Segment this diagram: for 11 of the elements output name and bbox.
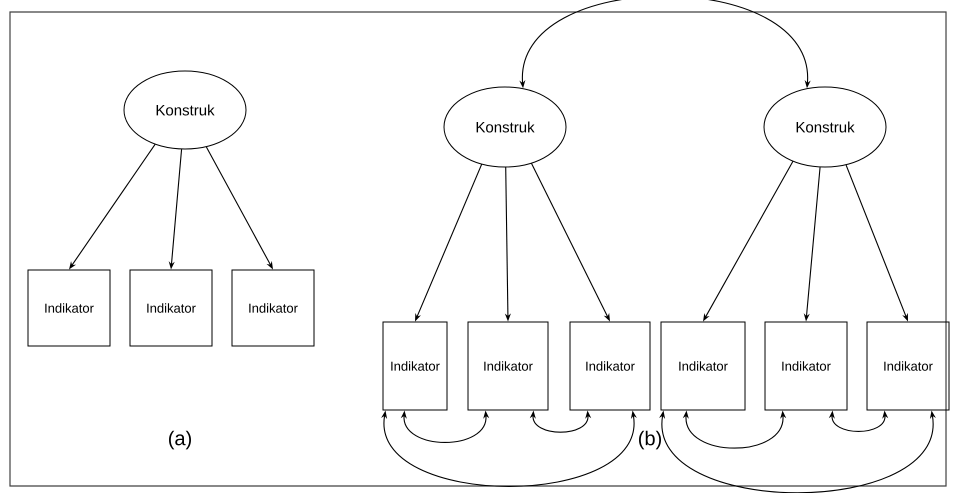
indicator-box: Indikator bbox=[130, 270, 212, 346]
indicator-box: Indikator bbox=[232, 270, 314, 346]
indicator-box: Indikator bbox=[570, 322, 650, 410]
panel-label: (b) bbox=[639, 430, 661, 450]
indicator-box: Indikator bbox=[866, 322, 950, 410]
indicator-box: Indikator bbox=[468, 322, 548, 410]
indicator-box: Indikator bbox=[382, 322, 448, 410]
indicator-box: Indikator bbox=[660, 322, 746, 410]
panel-label: (a) bbox=[169, 430, 191, 450]
indicator-box: Indikator bbox=[28, 270, 110, 346]
indicator-box: Indikator bbox=[764, 322, 848, 410]
